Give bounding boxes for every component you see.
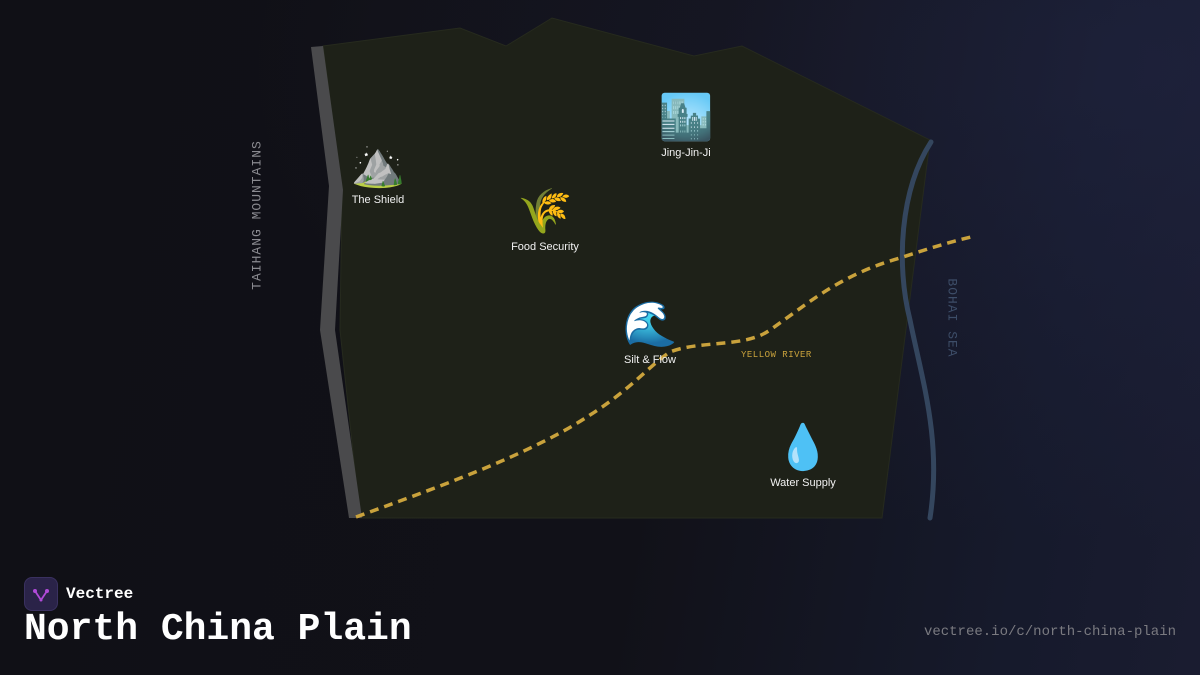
- marker-silt-and-flow[interactable]: 🌊 Silt & Flow: [622, 299, 678, 367]
- bohai-sea-label: BOHAI SEA: [944, 278, 960, 358]
- marker-label: Water Supply: [770, 477, 836, 489]
- marker-water-supply[interactable]: 💧 Water Supply: [770, 422, 836, 490]
- marker-label: Silt & Flow: [624, 354, 676, 366]
- taihang-mountains-label: TAIHANG MOUNTAINS: [249, 140, 265, 290]
- marker-label: Food Security: [511, 241, 579, 253]
- water-drop-icon: 💧: [775, 422, 831, 473]
- brand: Vectree: [24, 577, 133, 611]
- mountain-icon: ⛰️: [350, 139, 406, 190]
- brand-name: Vectree: [66, 585, 134, 603]
- plain-region: [322, 17, 931, 519]
- taihang-ridge: [311, 46, 362, 518]
- marker-jing-jin-ji[interactable]: 🏙️ Jing-Jin-Ji: [658, 92, 714, 160]
- rice-sheaf-icon: 🌾: [517, 186, 573, 237]
- marker-label: Jing-Jin-Ji: [661, 147, 711, 159]
- marker-the-shield[interactable]: ⛰️ The Shield: [350, 139, 406, 207]
- marker-label: The Shield: [351, 194, 405, 206]
- page-title: North China Plain: [24, 608, 412, 651]
- vectree-logo-icon: [24, 577, 58, 611]
- cityscape-icon: 🏙️: [658, 92, 714, 143]
- marker-food-security[interactable]: 🌾 Food Security: [511, 186, 579, 254]
- yellow-river-label: YELLOW RIVER: [741, 350, 812, 360]
- yellow-river-path: [355, 234, 976, 519]
- page-url[interactable]: vectree.io/c/north-china-plain: [923, 624, 1176, 640]
- wave-icon: 🌊: [622, 299, 678, 350]
- bohai-coastline: [899, 139, 937, 521]
